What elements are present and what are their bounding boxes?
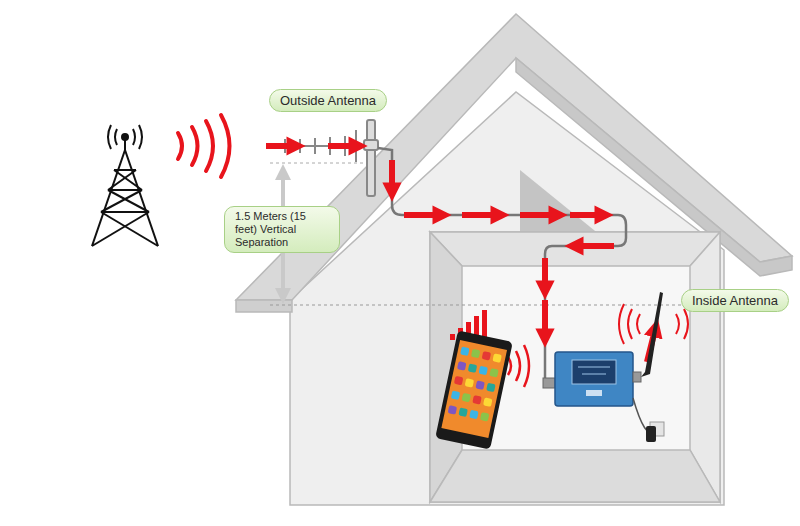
label-pill: Inside Antenna (681, 289, 789, 312)
label-text: Outside Antenna (280, 93, 376, 108)
label-text: Inside Antenna (692, 293, 778, 308)
mobile-phone (435, 330, 513, 449)
inside-waves (619, 304, 688, 344)
label-text: 1.5 Meters (15 feet) Vertical Separation (235, 210, 329, 249)
cell-tower (92, 125, 158, 246)
signal-arrows (266, 146, 656, 362)
yagi-antenna (270, 120, 378, 196)
house (236, 14, 792, 505)
signal-waves (178, 115, 230, 177)
label-pill: 1.5 Meters (15 feet) Vertical Separation (224, 206, 340, 253)
signal-booster (543, 292, 664, 442)
label-pill: Outside Antenna (269, 89, 387, 112)
phone-waves (508, 345, 529, 387)
